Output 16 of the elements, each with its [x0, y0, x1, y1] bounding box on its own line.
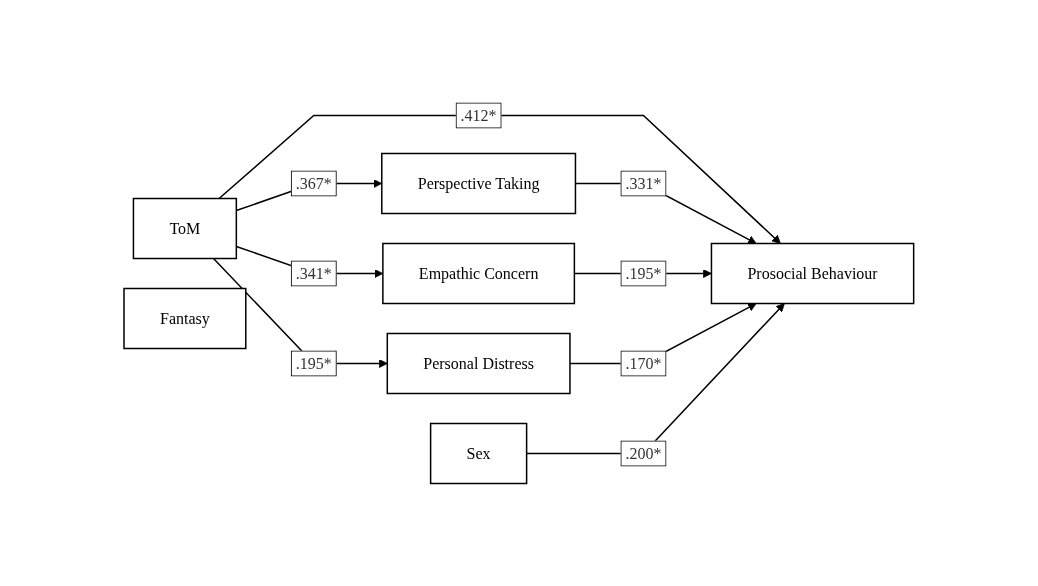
edge-label: .412*	[460, 106, 497, 124]
node-box: Personal Distress	[386, 332, 571, 395]
edge-label: .170*	[625, 354, 662, 372]
node-box: ToM	[132, 197, 238, 260]
node-box: Perspective Taking	[381, 152, 577, 215]
node-box: Empathic Concern	[382, 242, 576, 305]
edge-label: .341*	[295, 264, 332, 282]
edge-label: .331*	[625, 174, 662, 192]
node-box: Prosocial Behaviour	[710, 242, 915, 305]
node-box: Sex	[430, 422, 528, 485]
edge-label: .195*	[295, 354, 332, 372]
edge-label: .200*	[625, 444, 662, 462]
edge-label: .367*	[295, 174, 332, 192]
node-box: Fantasy	[123, 287, 247, 350]
arrow	[212, 257, 388, 368]
edge-label: .195*	[625, 264, 662, 282]
